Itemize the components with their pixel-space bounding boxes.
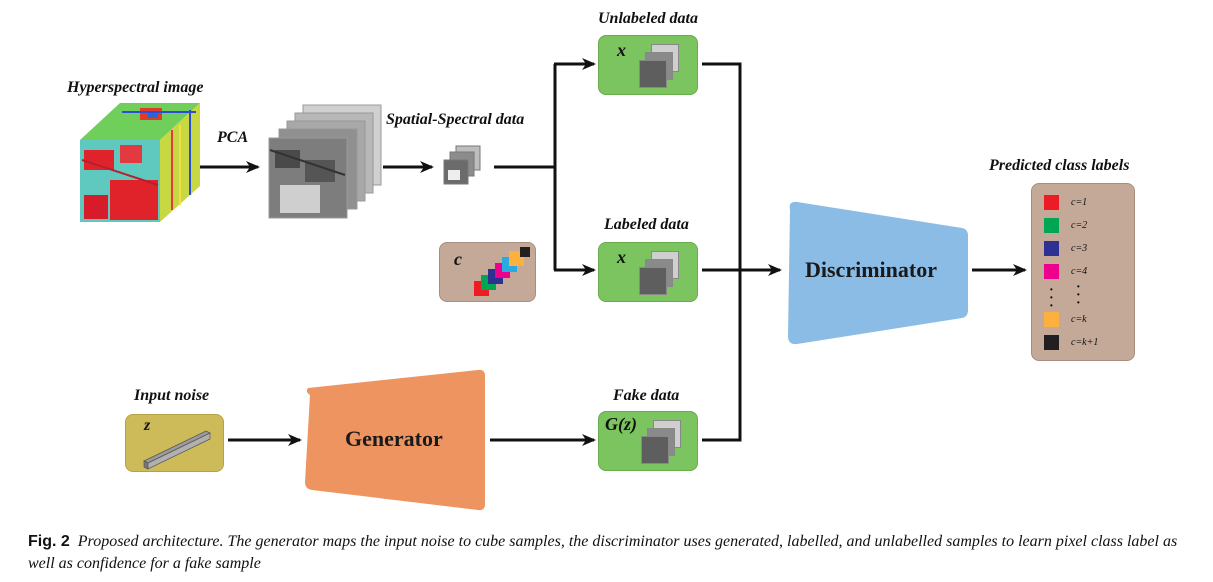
fake-data-label: Fake data — [613, 387, 680, 404]
predicted-class-legend: c=1 c=2 c=3 c=4 ··· ··· c=k c=k+1 — [1031, 183, 1135, 361]
predicted-class-labels-title: Predicted class labels — [989, 157, 1130, 174]
ellipsis-dots: ··· — [1076, 280, 1081, 311]
legend-label: c=3 — [1071, 242, 1088, 254]
legend-label: c=1 — [1071, 196, 1088, 208]
cube-sample-layer — [639, 267, 667, 295]
legend-item: c=2 — [1044, 217, 1087, 233]
fake-data-box: G(z) — [598, 411, 698, 471]
ellipsis-dots: ··· — [1049, 283, 1054, 314]
gz-variable: G(z) — [605, 414, 637, 434]
hyperspectral-cube — [80, 103, 200, 222]
figure-caption: Fig. 2 Proposed architecture. The genera… — [28, 531, 1188, 575]
legend-item: c=3 — [1044, 240, 1087, 256]
legend-swatch — [1044, 217, 1059, 233]
input-noise-box: z — [125, 414, 224, 472]
legend-swatch — [1044, 240, 1059, 256]
legend-swatch — [1044, 194, 1059, 210]
c-variable: c — [454, 249, 462, 269]
unlabeled-data-box: x — [598, 35, 698, 95]
generator-label: Generator — [345, 426, 443, 451]
connectors — [80, 58, 1027, 511]
class-condition-box: c — [439, 242, 536, 302]
cube-sample-layer — [639, 60, 667, 88]
pca-image-stack — [268, 104, 382, 219]
class-color-square — [520, 247, 530, 257]
pca-label: PCA — [217, 129, 249, 146]
input-noise-label: Input noise — [134, 387, 210, 404]
spatial-spectral-label: Spatial-Spectral data — [386, 111, 525, 128]
x-variable: x — [617, 40, 626, 60]
line-unlabeled-to-bus — [702, 62, 742, 442]
legend-label: c=4 — [1071, 265, 1088, 277]
legend-swatch — [1044, 263, 1059, 279]
figure-number: Fig. 2 — [28, 533, 70, 550]
legend-item: c=4 — [1044, 263, 1087, 279]
generator-block — [305, 369, 485, 511]
legend-swatch — [1044, 334, 1059, 350]
z-variable: z — [144, 417, 151, 434]
architecture-diagram: Hyperspectral image PCA Spatial-Spectral… — [67, 10, 1135, 511]
legend-swatch — [1044, 311, 1059, 327]
hyperspectral-label: Hyperspectral image — [67, 79, 204, 96]
legend-label: c=k+1 — [1071, 336, 1099, 348]
labeled-data-box: x — [598, 242, 698, 302]
legend-item: c=k+1 — [1044, 334, 1098, 350]
labeled-data-label: Labeled data — [604, 216, 689, 233]
discriminator-block — [788, 201, 968, 345]
legend-label: c=2 — [1071, 219, 1088, 231]
legend-label: c=k — [1071, 313, 1087, 325]
caption-text: Proposed architecture. The generator map… — [28, 533, 1178, 572]
noise-vector-icon — [143, 430, 211, 470]
unlabeled-data-label: Unlabeled data — [598, 10, 698, 27]
x-variable: x — [617, 247, 626, 267]
legend-item: c=1 — [1044, 194, 1087, 210]
cube-sample-layer — [641, 436, 669, 464]
spatial-spectral-patch — [443, 145, 481, 185]
discriminator-label: Discriminator — [805, 257, 937, 282]
legend-item: c=k — [1044, 311, 1087, 327]
